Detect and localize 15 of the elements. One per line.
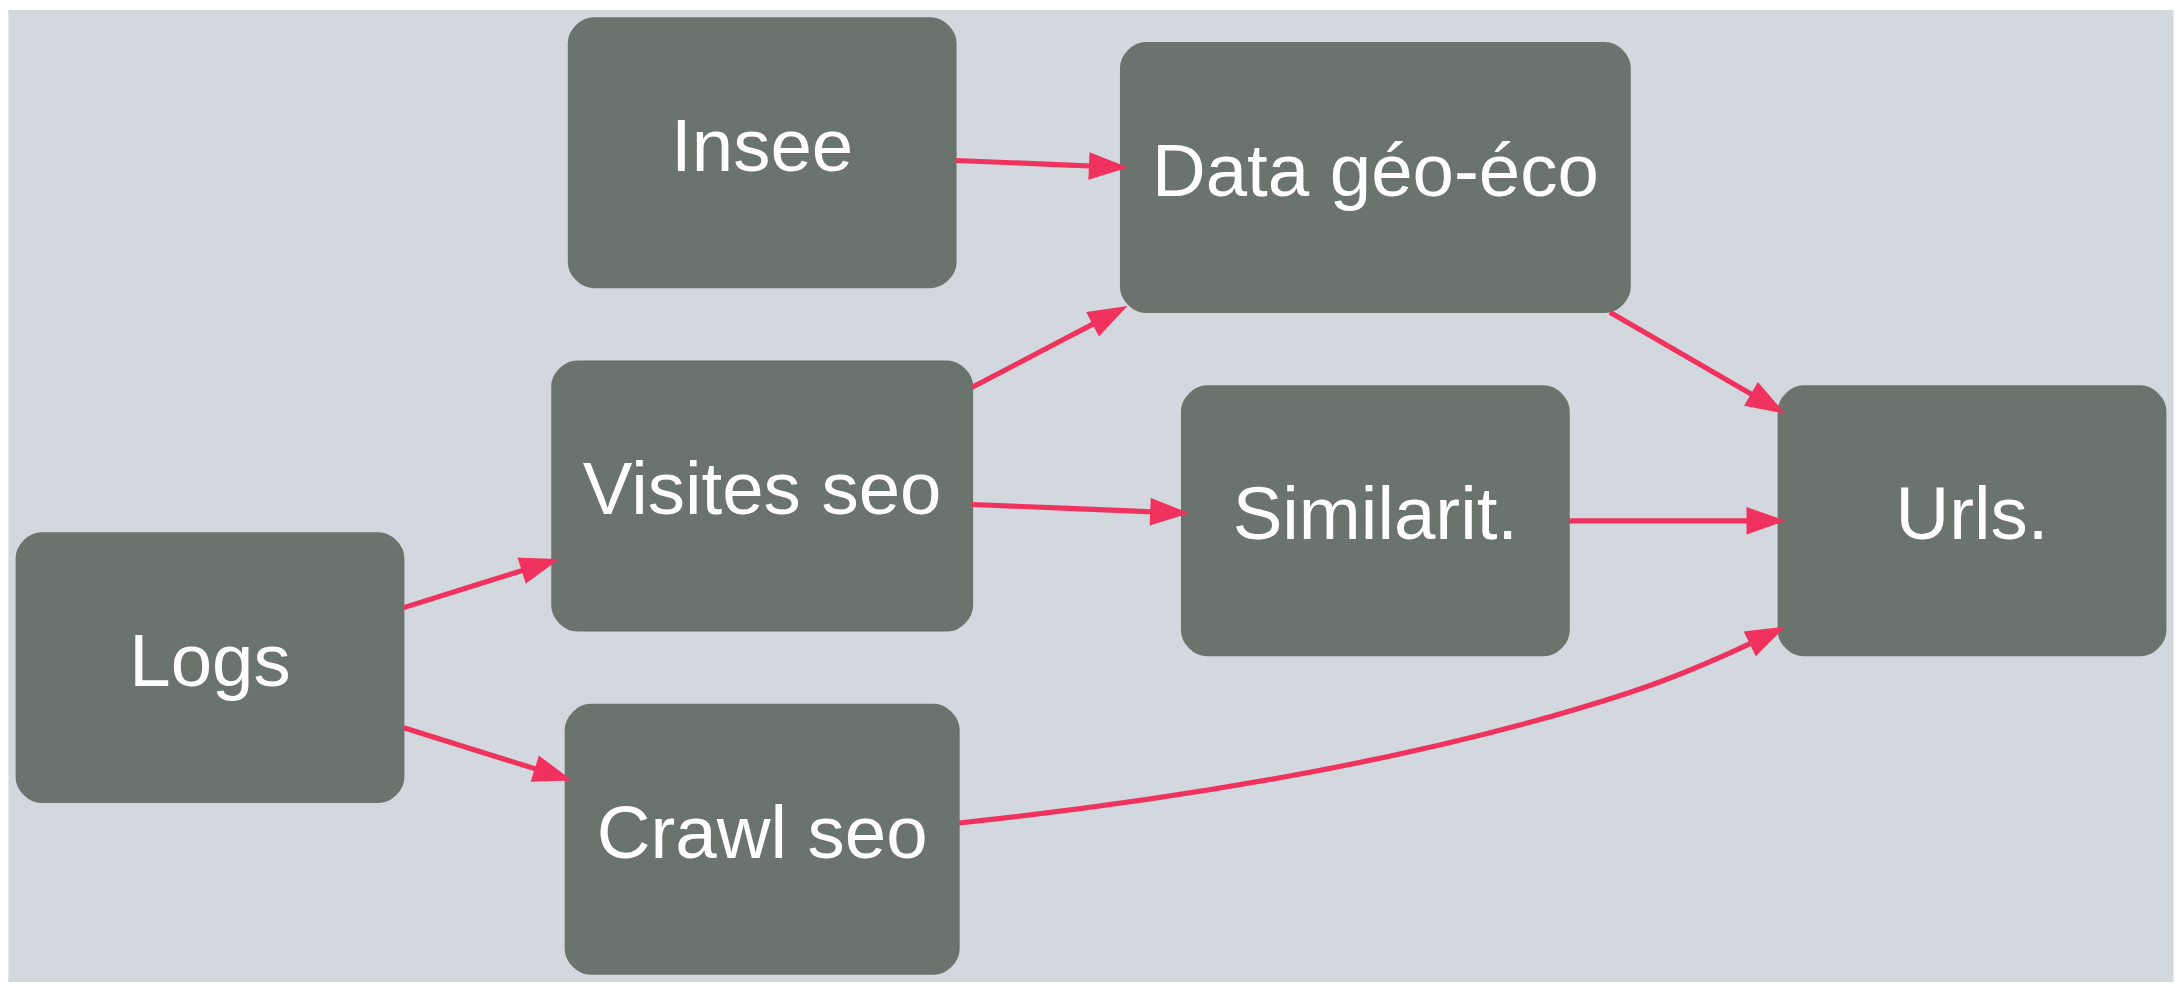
arrow: [958, 626, 1786, 826]
arrow: [402, 724, 573, 782]
arrow: [970, 305, 1128, 390]
node-box: Urls.: [1777, 384, 2167, 656]
arrow: [972, 497, 1190, 525]
node-box: Data géo-éco: [1119, 41, 1631, 313]
node-box: Crawl seo: [564, 703, 960, 975]
node-box: Similarit.: [1180, 384, 1570, 656]
node-box: Logs: [15, 531, 405, 803]
arrow: [402, 557, 560, 610]
arrow: [1608, 309, 1786, 414]
node-box: Visites seo: [551, 360, 974, 631]
arrow: [956, 151, 1129, 180]
arrow: [1569, 506, 1786, 535]
node-box: Insee: [567, 16, 957, 288]
